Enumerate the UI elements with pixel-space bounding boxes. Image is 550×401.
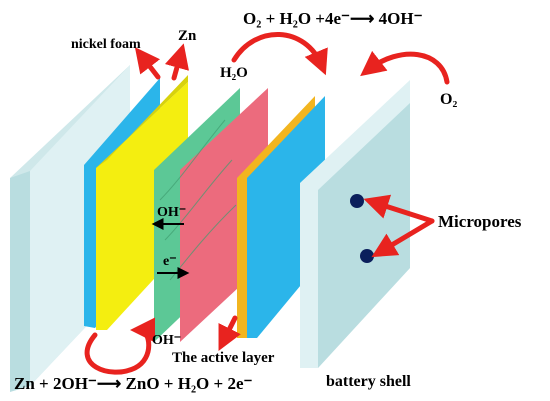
micropore-dot-upper — [350, 194, 364, 208]
micropore-arrow-upper — [363, 194, 435, 224]
anode-equation: Zn + 2OH⁻⟶ ZnO + H₂O + 2e⁻ — [14, 374, 253, 393]
o2-arrow — [360, 50, 450, 85]
o2-label: O₂ — [440, 91, 457, 108]
micropore-dot-lower — [360, 249, 374, 263]
zn-arrow — [164, 43, 189, 81]
active-layer-label: The active layer — [172, 350, 275, 366]
anode-reaction-loop-arrow — [84, 317, 156, 375]
right-battery-shell — [300, 80, 410, 368]
right-shell-front — [318, 103, 410, 368]
nickel-foam-label: nickel foam — [71, 37, 141, 52]
electron-label: e⁻ — [163, 254, 177, 269]
micropore-arrow-lower — [371, 218, 435, 258]
h2o-to-cathode-arrow — [231, 32, 328, 76]
anode-stack — [84, 75, 188, 330]
zinc-layer — [96, 82, 188, 330]
cathode-equation: O₂ + H₂O +4e⁻⟶ 4OH⁻ — [243, 9, 423, 28]
ion-arrows — [151, 218, 190, 279]
active-layer-arrow — [218, 315, 241, 351]
red-arrows — [84, 32, 450, 375]
micropores-label: Micropores — [438, 212, 522, 231]
left-shell-front — [10, 171, 30, 392]
battery-shell-label: battery shell — [326, 373, 411, 390]
nickel-foam-arrow — [134, 47, 161, 80]
h2o-label: H₂O — [220, 65, 248, 81]
zn-label: Zn — [178, 28, 197, 44]
oh-minus-bottom-label: OH⁻ — [152, 333, 181, 348]
oh-minus-label: OH⁻ — [157, 205, 186, 220]
